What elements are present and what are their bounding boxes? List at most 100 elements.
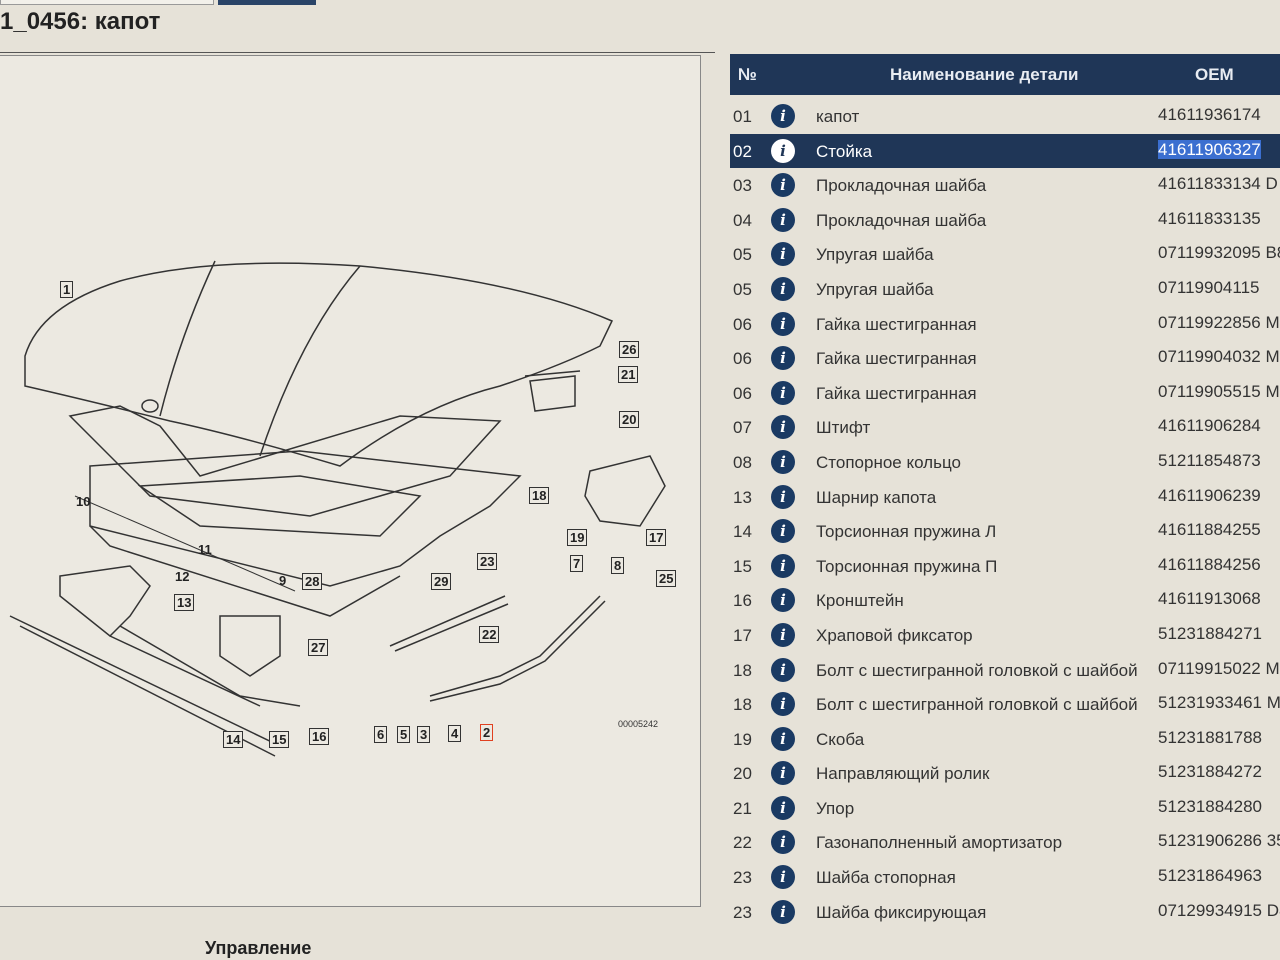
part-oem: 41611913068 xyxy=(1158,589,1261,609)
table-row[interactable]: 14 i Торсионная пружина Л 41611884255 xyxy=(730,514,1280,549)
callout-22[interactable]: 22 xyxy=(479,626,500,643)
info-icon[interactable]: i xyxy=(771,138,795,163)
callout-1[interactable]: 1 xyxy=(60,281,74,298)
search-button[interactable] xyxy=(218,0,316,5)
callout-13[interactable]: 13 xyxy=(174,594,195,611)
info-icon[interactable]: i xyxy=(771,242,795,267)
callout-26[interactable]: 26 xyxy=(619,341,640,358)
part-name: Прокладочная шайба xyxy=(816,176,987,196)
table-row[interactable]: 06 i Гайка шестигранная 07119922856 M8 xyxy=(730,307,1280,342)
info-icon[interactable]: i xyxy=(771,657,795,682)
part-name: Болт с шестигранной головкой с шайбой xyxy=(816,660,1138,680)
table-row[interactable]: 01 i капот 41611936174 xyxy=(730,99,1280,134)
table-row[interactable]: 13 i Шарнир капота 41611906239 xyxy=(730,480,1280,515)
header-oem: OEM xyxy=(1195,65,1234,84)
callout-21[interactable]: 21 xyxy=(618,366,639,383)
table-row[interactable]: 18 i Болт с шестигранной головкой с шайб… xyxy=(730,653,1280,688)
callout-9[interactable]: 9 xyxy=(279,573,287,588)
oem-value: 41611884256 xyxy=(1158,554,1261,574)
callout-19[interactable]: 19 xyxy=(567,529,588,546)
table-row[interactable]: 02 i Стойка 41611906327 xyxy=(730,133,1280,169)
info-icon[interactable]: i xyxy=(771,899,795,924)
callout-12[interactable]: 12 xyxy=(175,569,190,584)
part-no: 05 xyxy=(733,245,752,265)
oem-value: 41611884255 xyxy=(1158,520,1261,540)
callout-8[interactable]: 8 xyxy=(611,557,625,574)
part-oem: 51211854873 xyxy=(1158,451,1261,471)
info-icon[interactable]: i xyxy=(771,276,795,301)
table-row[interactable]: 17 i Храповой фиксатор 51231884271 xyxy=(730,618,1280,653)
callout-3[interactable]: 3 xyxy=(417,726,431,743)
info-icon[interactable]: i xyxy=(771,207,795,232)
callout-14[interactable]: 14 xyxy=(223,731,244,748)
part-no: 23 xyxy=(733,902,752,922)
table-row[interactable]: 23 i Шайба стопорная 51231864963 xyxy=(730,860,1280,895)
table-row[interactable]: 15 i Торсионная пружина П 41611884256 xyxy=(730,549,1280,584)
table-row[interactable]: 23 i Шайба фиксирующая 07129934915 D8,0 xyxy=(730,895,1280,930)
callout-23[interactable]: 23 xyxy=(477,553,498,570)
info-icon[interactable]: i xyxy=(771,104,795,128)
table-row[interactable]: 06 i Гайка шестигранная 07119905515 M8 xyxy=(730,376,1280,411)
table-row[interactable]: 03 i Прокладочная шайба 41611833134 D xyxy=(730,168,1280,203)
table-row[interactable]: 16 i Кронштейн 41611913068 xyxy=(730,583,1280,618)
callout-6[interactable]: 6 xyxy=(374,726,388,743)
table-row[interactable]: 05 i Упругая шайба 07119932095 B8 xyxy=(730,237,1280,272)
oem-value: 07119904032 M8 xyxy=(1158,347,1280,367)
callout-2[interactable]: 2 xyxy=(480,724,494,741)
oem-value: 07119915022 M6X xyxy=(1158,658,1280,678)
info-icon[interactable]: i xyxy=(771,830,795,855)
info-icon[interactable]: i xyxy=(771,865,795,890)
table-row[interactable]: 06 i Гайка шестигранная 07119904032 M8 xyxy=(730,341,1280,376)
callout-28[interactable]: 28 xyxy=(302,573,323,590)
table-row[interactable]: 21 i Упор 51231884280 xyxy=(730,791,1280,826)
table-row[interactable]: 07 i Штифт 41611906284 xyxy=(730,410,1280,445)
info-icon[interactable]: i xyxy=(771,622,795,647)
info-icon[interactable]: i xyxy=(771,380,795,405)
table-row[interactable]: 05 i Упругая шайба 07119904115 xyxy=(730,272,1280,307)
callout-17[interactable]: 17 xyxy=(646,529,667,546)
search-input[interactable] xyxy=(0,0,214,5)
oem-value: 41611906239 xyxy=(1158,485,1261,505)
table-row[interactable]: 08 i Стопорное кольцо 51211854873 xyxy=(730,445,1280,480)
oem-value: 07119904115 xyxy=(1158,277,1260,297)
info-icon[interactable]: i xyxy=(771,795,795,820)
callout-29[interactable]: 29 xyxy=(431,573,452,590)
table-row[interactable]: 22 i Газонаполненный амортизатор 5123190… xyxy=(730,825,1280,860)
part-oem: 07119922856 M8 xyxy=(1158,313,1280,333)
callout-11[interactable]: 11 xyxy=(198,542,212,557)
info-icon[interactable]: i xyxy=(771,761,795,786)
callout-7[interactable]: 7 xyxy=(570,555,584,572)
info-icon[interactable]: i xyxy=(771,346,795,371)
info-icon[interactable]: i xyxy=(771,726,795,751)
info-icon[interactable]: i xyxy=(771,311,795,336)
part-name: Штифт xyxy=(816,418,871,438)
info-icon[interactable]: i xyxy=(771,484,795,509)
callout-27[interactable]: 27 xyxy=(308,639,329,656)
callout-10[interactable]: 10 xyxy=(76,494,91,509)
table-row[interactable]: 18 i Болт с шестигранной головкой с шайб… xyxy=(730,687,1280,722)
torsion-spring xyxy=(9,615,281,747)
part-no: 05 xyxy=(733,279,752,299)
controls-label: Управление xyxy=(205,938,312,958)
callout-4[interactable]: 4 xyxy=(448,725,462,742)
callout-15[interactable]: 15 xyxy=(269,731,290,748)
callout-16[interactable]: 16 xyxy=(309,728,330,745)
table-row[interactable]: 20 i Направляющий ролик 51231884272 xyxy=(730,756,1280,791)
info-icon[interactable]: i xyxy=(771,449,795,474)
callout-20[interactable]: 20 xyxy=(619,411,640,428)
callout-25[interactable]: 25 xyxy=(656,570,677,587)
info-icon[interactable]: i xyxy=(771,692,795,717)
part-no: 18 xyxy=(733,660,752,680)
table-row[interactable]: 19 i Скоба 51231881788 xyxy=(730,722,1280,757)
info-icon[interactable]: i xyxy=(771,173,795,198)
part-oem: 41611906239 xyxy=(1158,486,1261,506)
info-icon[interactable]: i xyxy=(771,415,795,440)
info-icon[interactable]: i xyxy=(771,588,795,613)
table-row[interactable]: 04 i Прокладочная шайба 41611833135 xyxy=(730,203,1280,238)
info-icon[interactable]: i xyxy=(771,553,795,578)
part-name: Упругая шайба xyxy=(816,279,934,299)
callout-18[interactable]: 18 xyxy=(529,487,550,504)
info-icon[interactable]: i xyxy=(771,519,795,544)
callout-5[interactable]: 5 xyxy=(397,726,411,743)
